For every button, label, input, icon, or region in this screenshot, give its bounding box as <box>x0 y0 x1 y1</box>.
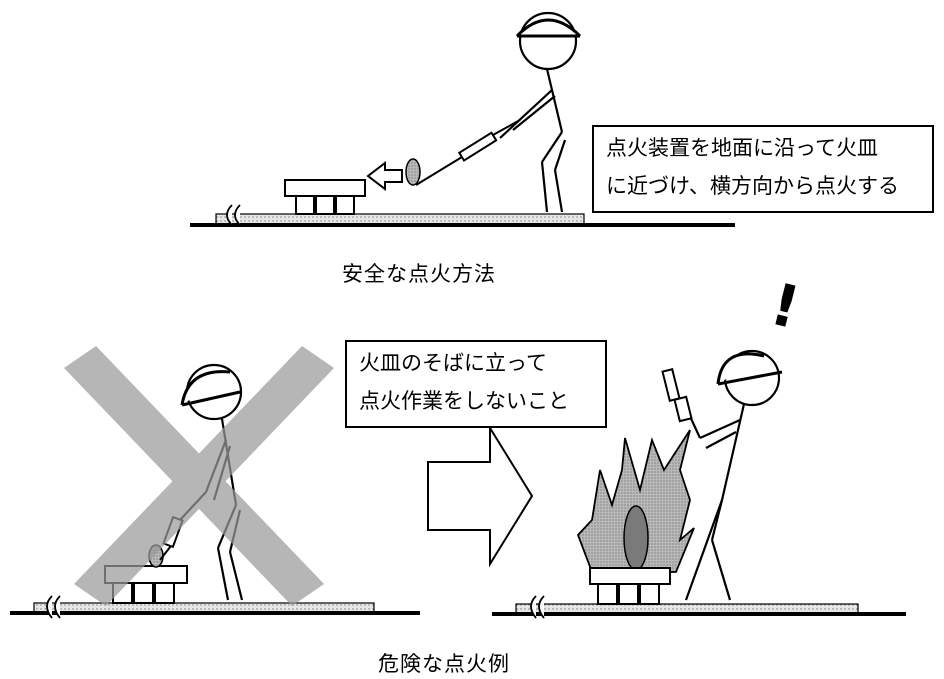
igniter-rod <box>415 119 521 186</box>
break-mark <box>46 595 61 619</box>
break-mark <box>226 204 241 226</box>
consequence-scene <box>492 349 906 619</box>
fire-pan <box>284 179 366 215</box>
danger-scene <box>10 346 420 619</box>
worker-startled <box>684 349 783 601</box>
note-line: 火皿のそばに立って <box>359 351 547 375</box>
note-line: 点火作業をしないこと <box>359 389 569 413</box>
ground-strip <box>33 602 375 613</box>
fire-pan <box>589 567 671 605</box>
direction-arrow <box>366 160 403 192</box>
danger-warning-note: 火皿のそばに立って 点火作業をしないこと <box>345 340 607 428</box>
fire-flames <box>576 429 695 573</box>
safe-method-note: 点火装置を地面に沿って火皿 に近づけ、横方向から点火する <box>592 125 934 213</box>
break-mark <box>530 595 545 619</box>
worker-safe <box>499 11 582 213</box>
safe-method-caption: 安全な点火方法 <box>342 262 496 286</box>
note-line: 点火装置を地面に沿って火皿 <box>606 136 878 160</box>
safe-ignition-scene <box>190 11 735 227</box>
igniter-flame <box>405 158 421 186</box>
inner-flame <box>623 505 649 571</box>
ground-strip <box>515 603 859 614</box>
ground-strip <box>215 213 585 225</box>
danger-example-caption: 危険な点火例 <box>378 652 510 676</box>
transition-arrow <box>427 424 534 568</box>
prohibition-x-mark <box>64 346 334 606</box>
note-line: に近づけ、横方向から点火する <box>606 174 899 198</box>
igniter-raised <box>661 368 693 423</box>
